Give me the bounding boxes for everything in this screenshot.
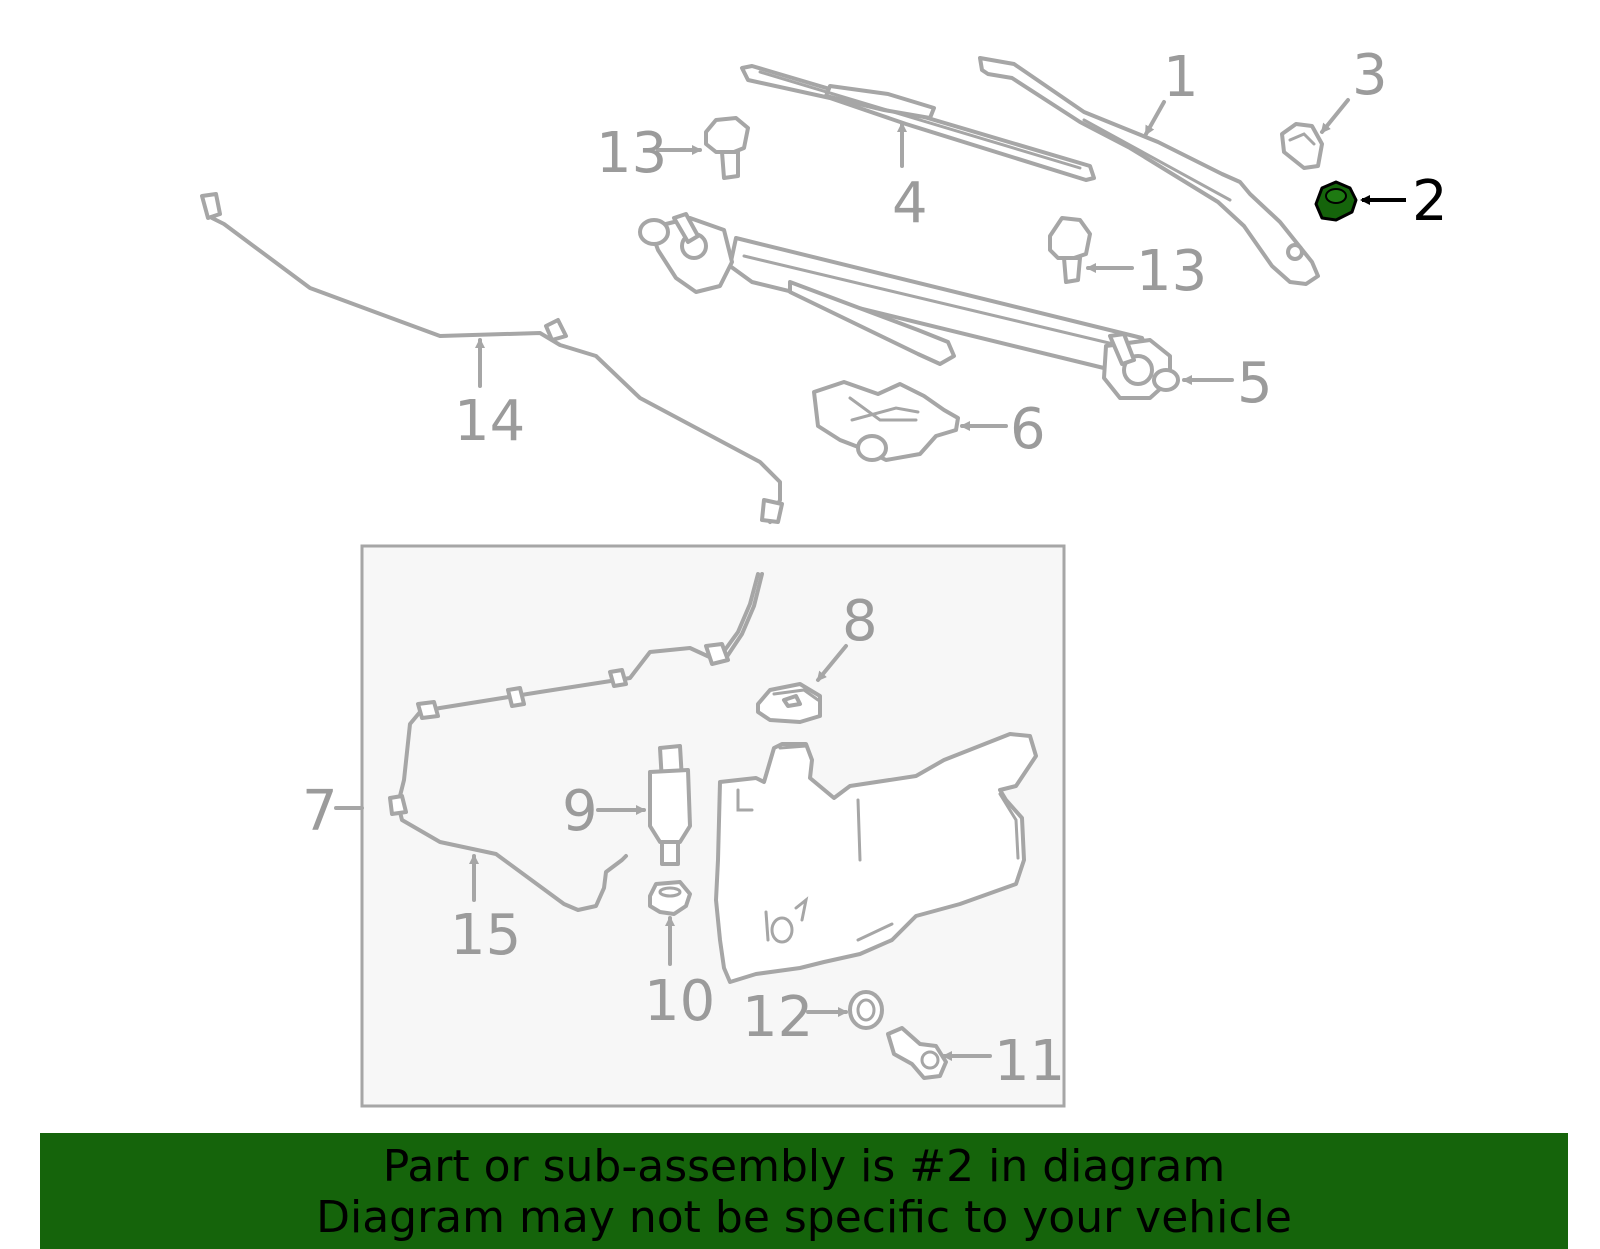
callout-13-left: 13 [596, 121, 667, 186]
callout-12: 12 [742, 985, 813, 1050]
part-11-level-sensor [886, 1026, 948, 1080]
callout-8: 8 [842, 589, 878, 654]
callout-7: 7 [302, 779, 338, 844]
info-banner: Part or sub-assembly is #2 in diagram Di… [40, 1133, 1568, 1249]
part-10-grommet [648, 880, 692, 916]
callout-4: 4 [892, 171, 928, 236]
callout-9: 9 [562, 779, 598, 844]
banner-line-1: Part or sub-assembly is #2 in diagram [382, 1141, 1226, 1192]
part-12-o-ring [848, 990, 884, 1030]
callout-6: 6 [1010, 397, 1046, 462]
part-1-wiper-arm [978, 56, 1320, 286]
part-13-nozzle-left [704, 116, 750, 180]
callout-1: 1 [1163, 45, 1199, 110]
banner-line-2: Diagram may not be specific to your vehi… [316, 1192, 1292, 1243]
callout-3: 3 [1352, 43, 1388, 108]
callout-2-highlighted: 2 [1412, 169, 1448, 234]
part-13-nozzle-right [1048, 216, 1092, 284]
part-7-washer-reservoir [714, 732, 1038, 984]
part-9-washer-pump [648, 744, 692, 866]
callout-10: 10 [644, 969, 715, 1034]
part-4-wiper-blade [740, 64, 1096, 182]
part-15-reservoir-hose [388, 572, 764, 912]
callout-13-right: 13 [1136, 239, 1207, 304]
part-5-wiper-linkage [638, 212, 1180, 400]
part-3-cap [1280, 122, 1324, 170]
leader-lines [334, 98, 1406, 1061]
part-8-reservoir-cap [756, 682, 822, 724]
callout-15: 15 [450, 903, 521, 968]
callout-11: 11 [994, 1029, 1065, 1094]
part-2-nut-highlighted [1314, 180, 1358, 222]
callout-5: 5 [1237, 351, 1273, 416]
part-14-washer-hose [200, 192, 784, 524]
callout-14: 14 [454, 389, 525, 454]
part-6-wiper-motor [812, 380, 960, 462]
